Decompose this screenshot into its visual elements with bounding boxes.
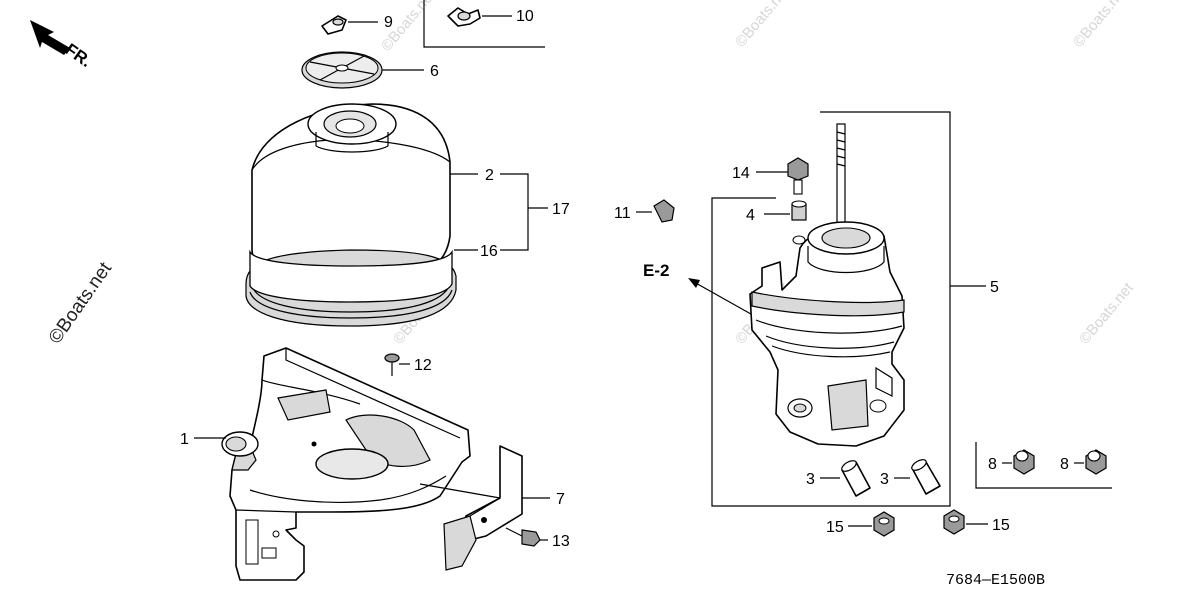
gasket-6 — [301, 51, 424, 89]
bracket-7 — [419, 445, 550, 571]
watermark: ©Boats.net — [1070, 0, 1131, 51]
screw-12 — [384, 353, 410, 376]
callout-10: 10 — [516, 8, 534, 25]
reference-e2: E-2 — [643, 261, 669, 280]
wing-nut-9 — [321, 15, 378, 35]
leaders-2-16-17 — [450, 173, 548, 251]
collar-4 — [764, 200, 807, 221]
callout-16: 16 — [480, 243, 498, 260]
watermarks: ©Boats.net ©Boats.net ©Boats.net ©Boats.… — [45, 0, 1138, 348]
bolt-14 — [756, 157, 809, 195]
cap-nuts-8 — [975, 442, 1112, 489]
group-frame-5 — [711, 111, 951, 507]
callout-17: 17 — [552, 201, 570, 218]
callout-3b: 3 — [880, 471, 889, 488]
callout-8a: 8 — [988, 456, 997, 473]
air-cleaner-elbow — [749, 123, 905, 447]
bolt-13 — [505, 527, 548, 547]
diagram-code: 7684—E1500B — [946, 572, 1045, 589]
plug-11 — [636, 199, 675, 223]
callout-11: 11 — [614, 205, 631, 222]
callout-2: 2 — [485, 167, 494, 184]
callout-14: 14 — [732, 165, 750, 182]
callout-13: 13 — [552, 533, 570, 550]
callout-15a: 15 — [826, 519, 844, 536]
pipe-3b — [894, 459, 941, 495]
air-cleaner-case-1 — [194, 347, 471, 581]
watermark: ©Boats.net — [732, 0, 793, 51]
nut-15a — [848, 511, 895, 537]
watermark: ©Boats.net — [1076, 279, 1137, 348]
callout-5: 5 — [990, 279, 999, 296]
callout-1: 1 — [180, 431, 189, 448]
callout-6: 6 — [430, 63, 439, 80]
callout-3a: 3 — [806, 471, 815, 488]
watermark-side: ©Boats.net — [45, 258, 117, 348]
front-label: FR. — [62, 40, 95, 71]
callout-8b: 8 — [1060, 456, 1069, 473]
pipe-3a — [820, 460, 871, 497]
nut-15b — [943, 509, 988, 535]
callout-9: 9 — [384, 14, 393, 31]
air-cleaner-seal-16 — [245, 249, 457, 327]
callout-4: 4 — [746, 207, 755, 224]
wing-nut-10 — [423, 0, 545, 48]
reference-arrow — [688, 278, 759, 319]
callout-15b: 15 — [992, 517, 1010, 534]
front-direction-arrow: FR. — [30, 20, 95, 71]
air-cleaner-cover-2 — [251, 103, 451, 290]
callout-12: 12 — [414, 357, 432, 374]
callout-7: 7 — [556, 491, 565, 508]
